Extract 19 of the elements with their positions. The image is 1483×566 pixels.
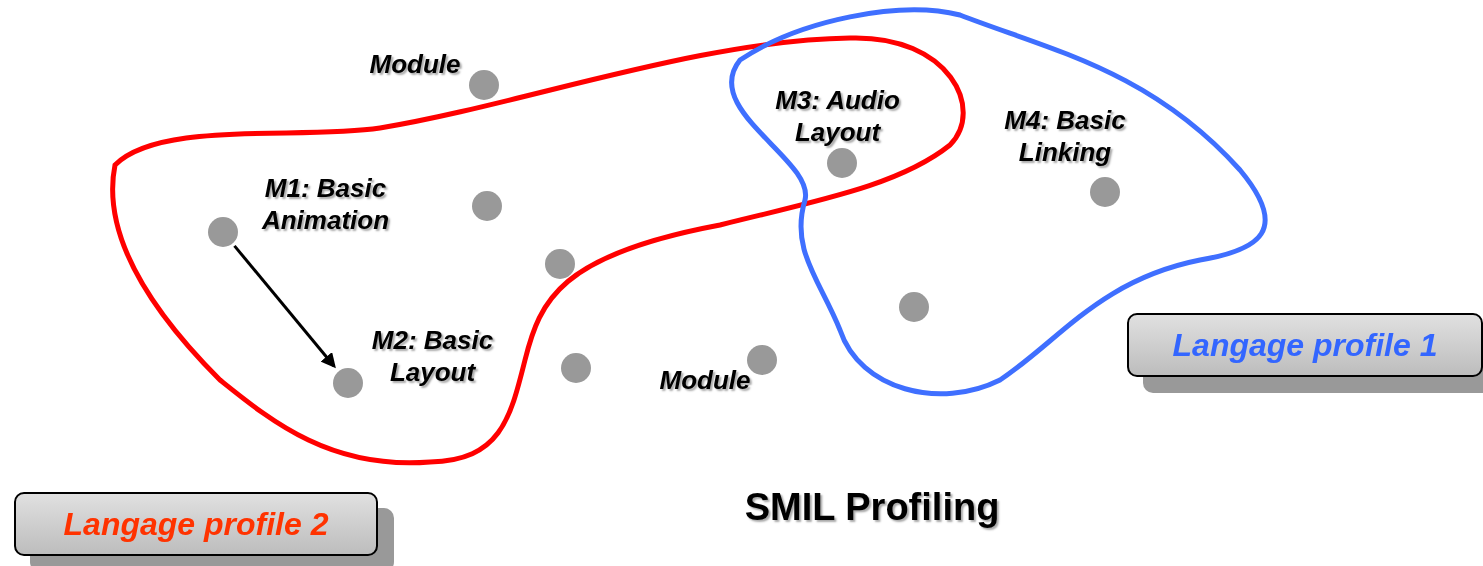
module-label: Module (658, 364, 752, 396)
module-dot (469, 70, 499, 100)
module-dot (333, 368, 363, 398)
module-dot (561, 353, 591, 383)
caption: SMIL Profiling (743, 486, 1001, 529)
module-label: Module (368, 48, 462, 80)
module-dot (208, 217, 238, 247)
module-label: M1: Basic Animation (260, 172, 391, 236)
module-dot (472, 191, 502, 221)
module-label: M2: Basic Layout (370, 324, 495, 388)
module-dot (545, 249, 575, 279)
module-label: M3: Audio Layout (774, 84, 901, 148)
profile-box: Langage profile 2 (14, 492, 378, 556)
module-dot (899, 292, 929, 322)
module-dot (1090, 177, 1120, 207)
module-dot (827, 148, 857, 178)
module-label: M4: Basic Linking (1003, 104, 1127, 168)
profile-box: Langage profile 1 (1127, 313, 1483, 377)
arrow (233, 244, 336, 369)
